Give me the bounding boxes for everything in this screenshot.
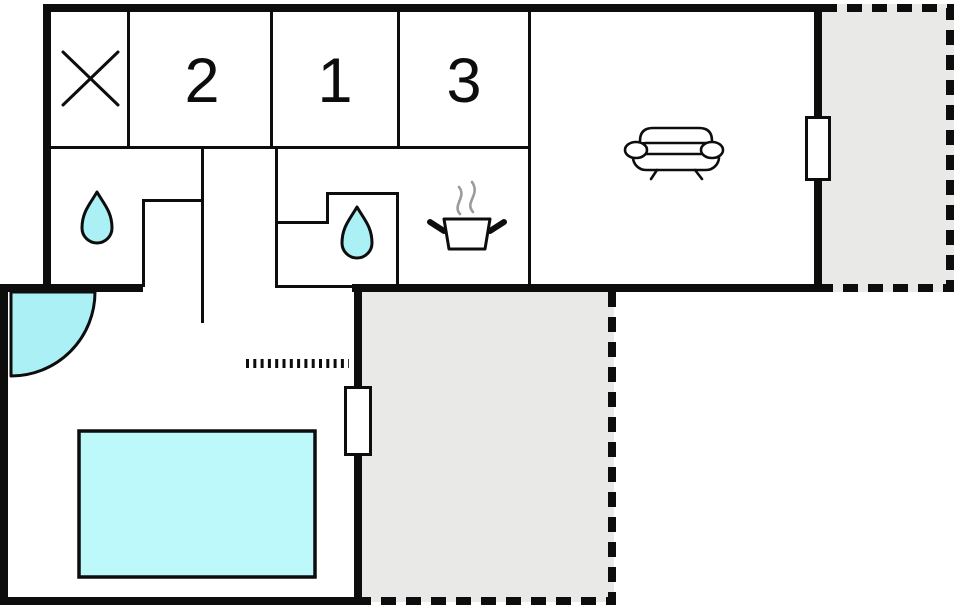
wall-hall-stub <box>201 147 204 323</box>
wall-bathroom-left-step-v <box>142 199 145 287</box>
terrace-upper-dashed-boundary <box>822 4 954 292</box>
window-icon-living-room <box>805 116 831 181</box>
water-drop-icon-middle <box>340 205 374 260</box>
pot-handle-left <box>427 219 447 234</box>
terrace-upper <box>822 4 954 292</box>
wall-storage-bedroom2 <box>127 12 130 147</box>
wall-right-lower-b <box>354 453 362 605</box>
sofa-armrest-right <box>699 140 725 160</box>
room-label-bedroom-2: 2 <box>184 46 219 116</box>
wall-under-bedrooms <box>51 146 530 149</box>
steam-wave-icon <box>469 180 476 214</box>
terrace-upper-area <box>822 4 954 292</box>
wall-bathroom-mid-right <box>396 192 399 287</box>
wall-top <box>43 4 822 12</box>
sofa-armrest-left <box>623 140 649 160</box>
sofa-legs <box>649 168 704 181</box>
wall-right-lower-a <box>354 284 362 388</box>
wall-right-upper-a <box>814 4 822 119</box>
cross-icon <box>61 50 120 107</box>
wall-bathroom-bottom <box>0 284 143 292</box>
wall-bedroom1-bedroom3 <box>397 12 400 147</box>
sofa-icon <box>623 126 725 181</box>
wall-left-lower <box>0 284 8 605</box>
room-label-bedroom-3: 3 <box>446 46 481 116</box>
wall-bathroom-mid-top <box>326 192 399 195</box>
cooking-pot-icon <box>427 180 507 251</box>
water-drop-icon-left <box>80 190 114 245</box>
pot-handle-right <box>487 219 507 234</box>
wall-bedroom2-bedroom1 <box>270 12 273 147</box>
wall-bathroom-left-step-h <box>142 199 204 202</box>
terrace-lower-area <box>362 292 614 602</box>
terrace-lower <box>362 292 616 605</box>
pool <box>77 429 317 579</box>
wall-bathroom-mid-bottom <box>275 285 357 288</box>
room-label-bedroom-1: 1 <box>317 46 352 116</box>
wall-left-upper <box>43 4 51 292</box>
wall-bedroom3-living <box>528 12 531 289</box>
walls <box>0 4 822 605</box>
wall-bathroom-mid-left <box>275 147 278 288</box>
window-icon-pool-room <box>344 386 372 456</box>
wall-bathroom-mid-notch-v <box>326 192 329 224</box>
wall-bottom-upper <box>352 284 822 292</box>
terrace-lower-dashed-boundary <box>362 292 616 605</box>
wall-right-upper-b <box>814 178 822 292</box>
steam-wave-icon <box>456 185 463 216</box>
pot-body <box>442 217 492 251</box>
door-swing-icon <box>9 290 97 378</box>
wall-bottom-lower <box>0 597 362 605</box>
wall-bathroom-mid-notch-h <box>275 221 329 224</box>
